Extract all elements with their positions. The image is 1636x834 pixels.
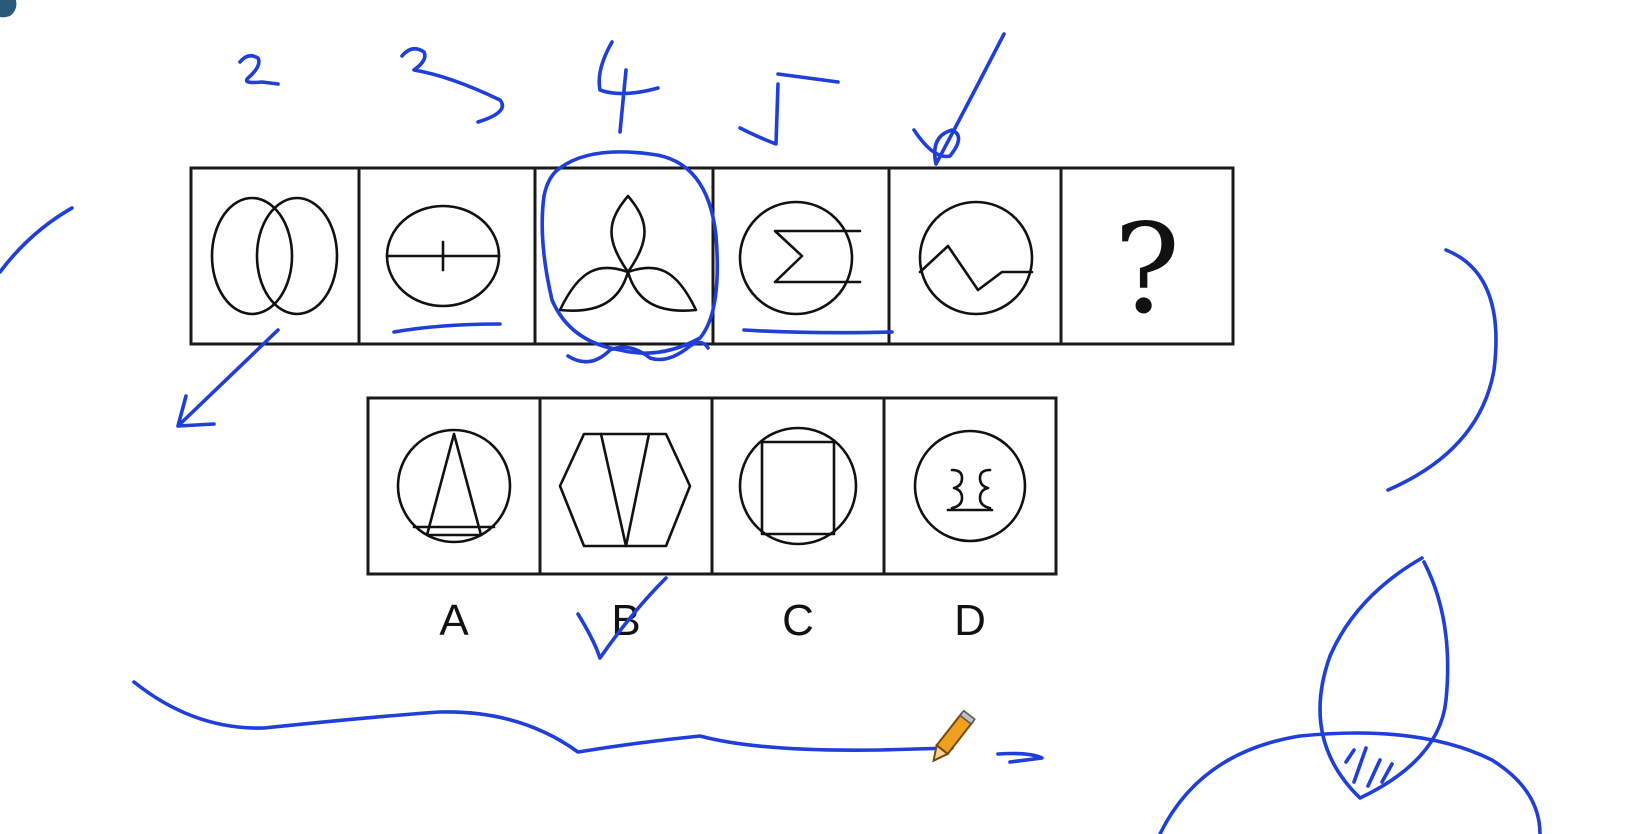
right-bracket-stroke [1386,248,1498,492]
figure-circle-with-brackets [913,429,1027,543]
corner-logo-fragment [0,0,17,18]
option-cell-d[interactable] [882,396,1058,576]
option-cell-a[interactable] [366,396,542,576]
question-cell-3 [533,166,715,346]
figure-circle-with-zigzag [918,200,1034,316]
figure-ellipse-with-cross [385,204,501,308]
pencil-cursor-icon [932,709,976,763]
bottom-wave-tail [996,751,1044,764]
option-label-c: C [782,596,814,645]
underline-cell-4 [742,328,894,335]
question-cell-1 [189,166,361,346]
handwritten-digit-2 [238,53,280,86]
option-label-d: D [954,596,986,645]
underline-cell-2 [392,322,502,334]
option-cell-b[interactable] [538,396,714,576]
figure-two-overlapping-ellipses [210,196,339,316]
figure-hexagon-with-v [558,432,692,548]
circle-around-cell-3 [540,150,720,355]
arrow-from-cell-1 [176,328,280,428]
wave-under-cell-3 [566,340,710,364]
question-mark: ? [1114,198,1180,342]
option-cell-c[interactable] [710,396,886,576]
handwritten-digit-4 [597,40,660,134]
figure-circle-with-sigma [738,200,862,316]
handwritten-annotations [0,32,1542,834]
petal-sketch-lower [1158,731,1542,834]
bottom-wave-line [132,680,954,754]
options-row: A B C D [366,396,1058,645]
question-row: ? [189,166,1235,346]
figure-three-petals [558,194,698,312]
option-label-a: A [439,596,469,645]
check-mark-b [576,576,668,660]
question-cell-6 [1059,166,1235,346]
handwritten-digit-6 [912,32,1006,166]
figure-circle-with-square [738,426,858,546]
question-cell-5 [887,166,1063,346]
figure-circle-with-triangle [396,428,512,544]
left-bracket-stroke [0,206,74,274]
handwritten-digit-5 [738,72,840,146]
handwritten-digit-3 [400,47,505,124]
petal-sketch-upper [1318,556,1450,800]
hatch-marks [1344,746,1394,788]
